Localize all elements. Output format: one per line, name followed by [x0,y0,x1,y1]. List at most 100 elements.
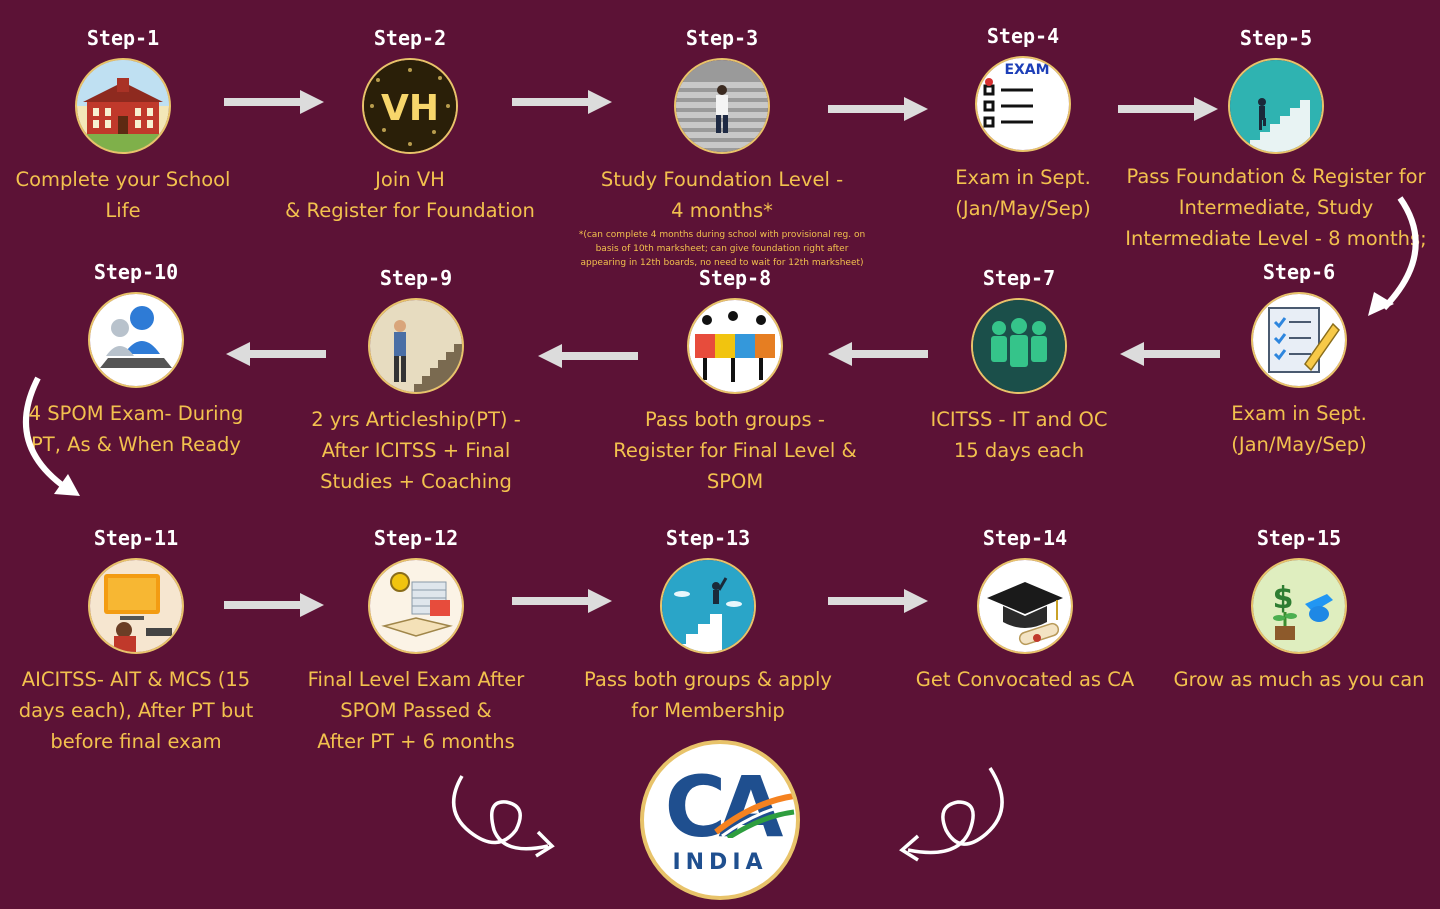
stairs-walker-icon [674,58,770,154]
step-label: Step-4 [986,24,1060,48]
step-text-line: before final exam [50,730,222,753]
step-footnote: *(can complete 4 months during school wi… [578,230,866,268]
step-label: Step-9 [379,266,453,290]
step-text-line: Complete your School [15,168,231,191]
step-label: Step-2 [373,26,447,50]
laptop-user-icon [88,292,184,388]
step-text-line: 4 months* [671,199,773,222]
step-text-line: ICITSS - IT and OC [930,408,1108,431]
step-text-line: (Jan/May/Sep) [1231,433,1367,456]
exam-title-text: EXAM [1004,62,1049,78]
step-label: Step-14 [982,526,1068,550]
step-text-line: 2 yrs Articleship(PT) - [311,408,521,431]
step-text-line: Exam in Sept. [1231,402,1367,425]
money-plant-icon: $ [1251,558,1347,654]
step-11: Step-11 AICITSS- AIT & MCS (15 days each… [6,524,266,757]
step-text-line: After PT + 6 months [317,730,515,753]
step-text-line: Final Level Exam After [307,668,525,691]
flow-arrow-right-icon [510,89,614,115]
step-text-line: Grow as much as you can [1173,668,1425,691]
flow-arrow-right-icon [510,588,614,614]
climbing-stairs-icon [1228,58,1324,154]
step-text-line: Pass both groups - [645,408,825,431]
curved-arrow-down-right-icon [23,376,80,496]
step-text-line: After ICITSS + Final [321,439,511,462]
flow-arrow-right-icon [1116,96,1220,122]
flow-arrow-left-icon [826,341,930,367]
step-text-line: Intermediate, Study [1178,196,1374,219]
flow-arrow-right-icon [222,592,326,618]
step-label: Step-8 [698,266,772,290]
step-text-line: Join VH [375,168,445,191]
step-text-line: (Jan/May/Sep) [955,197,1091,220]
step-label: Step-3 [685,26,759,50]
step-label: Step-12 [373,526,459,550]
step-2: Step-2 VH Join VH & Register for Foundat… [278,24,542,226]
step-text-line: Pass Foundation & Register for [1126,165,1426,188]
step-label: Step-6 [1262,260,1336,284]
step-text-line: Exam in Sept. [955,166,1091,189]
team-icon [971,298,1067,394]
step-text-line: 15 days each [953,439,1085,462]
step-1: Step-1 Complete your School Life [0,24,253,226]
flow-arrow-left-icon [1118,341,1222,367]
step-text-line: AICITSS- AIT & MCS (15 [21,668,251,691]
step-14: Step-14 Get Convocated as CA [895,524,1155,695]
step-6: Step-6 Exam in Sept. (Jan/May/Sep) [1169,258,1429,460]
step-15: Step-15 $ Grow as much as you can [1169,524,1429,695]
step-3: Step-3 Study Foundation Level - 4 months… [572,24,872,270]
step-text-line: for Membership [631,699,785,722]
step-9: Step-9 2 yrs Articleship(PT) - After ICI… [286,264,546,497]
step-text-line: Life [105,199,141,222]
step-13: Step-13 Pass both groups & apply for Mem… [578,524,838,726]
step-label: Step-15 [1256,526,1342,550]
loop-arrow-left-icon [899,767,1004,862]
success-stairs-icon [660,558,756,654]
step-text-line: days each), After PT but [18,699,254,722]
ca-india-logo: CA INDIA [640,740,800,900]
step-text-line: 4 SPOM Exam- During [28,402,244,425]
graduation-cap-icon [977,558,1073,654]
logo-tricolor-swoosh-icon [714,793,795,838]
step-text-line: Intermediate Level - 8 months; [1125,227,1427,250]
step-text-line: & Register for Foundation [285,199,535,222]
puzzle-team-icon [687,298,783,394]
exam-checklist-icon: EXAM [975,56,1071,152]
step-label: Step-5 [1239,26,1313,50]
dollar-symbol: $ [1273,581,1294,616]
flow-arrow-right-icon [826,588,930,614]
step-text-line: Study Foundation Level - [600,168,844,191]
step-text-line: Studies + Coaching [320,470,512,493]
logo-text: INDIA [672,850,768,875]
flow-arrow-right-icon [826,96,930,122]
school-icon [75,58,171,154]
step-5: Step-5 Pass Foundation & Register for In… [1124,24,1428,254]
step-label: Step-13 [665,526,751,550]
step-text-line: Get Convocated as CA [915,668,1135,691]
flow-arrow-left-icon [224,341,328,367]
flow-arrow-left-icon [536,343,640,369]
step-text-line: PT, As & When Ready [31,433,241,456]
step-text-line: SPOM Passed & [340,699,492,722]
step-text-line: Register for Final Level & [613,439,857,462]
step-12: Step-12 Final Level Exam After SPOM Pass… [286,524,546,757]
step-8: Step-8 Pass both groups - Register for F… [600,264,870,497]
step-7: Step-7 ICITSS - IT and OC 15 days each [889,264,1149,466]
step-label: Step-7 [982,266,1056,290]
step-label: Step-1 [86,26,160,50]
step-label: Step-10 [93,260,179,284]
curved-arrow-down-left-icon [1368,196,1419,316]
step-4: Step-4 EXAM Exam in Sept. (Jan/May/Sep) [893,22,1153,224]
loop-arrow-right-icon [451,775,555,858]
books-clock-icon [368,558,464,654]
step-10: Step-10 4 SPOM Exam- During PT, As & Whe… [6,258,266,460]
man-stairs-icon [368,298,464,394]
computer-training-icon [88,558,184,654]
step-text-line: Pass both groups & apply [584,668,832,691]
step-label: Step-11 [93,526,179,550]
flow-arrow-right-icon [222,89,326,115]
step-text-line: SPOM [706,470,764,493]
checklist-pencil-icon [1251,292,1347,388]
vh-logo-text: VH [381,88,439,129]
vh-logo-icon: VH [362,58,458,154]
